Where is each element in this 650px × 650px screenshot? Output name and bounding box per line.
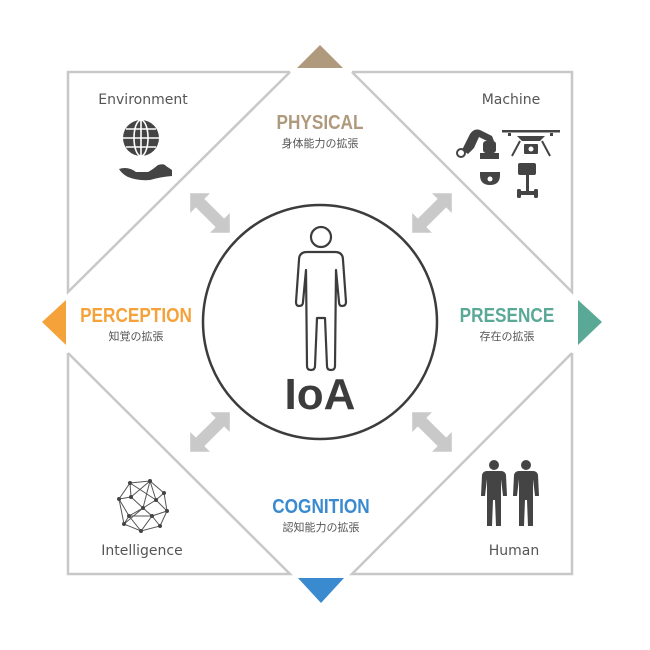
frame xyxy=(66,70,574,576)
arrows xyxy=(190,193,452,452)
center-circle xyxy=(201,203,439,441)
perception-triangle xyxy=(42,300,66,345)
dimension-title: PHYSICAL xyxy=(276,112,364,134)
dimension-subtitle: 認知能力の拡張 xyxy=(282,521,360,534)
dimension-title: COGNITION xyxy=(272,496,370,518)
dimension-title: PERCEPTION xyxy=(80,305,192,327)
dimension-physical: PHYSICAL 身体能力の拡張 xyxy=(240,112,400,151)
dimension-subtitle: 身体能力の拡張 xyxy=(281,137,359,150)
corner-label-human: Human xyxy=(488,543,540,559)
double-arrow-icon xyxy=(412,412,452,452)
presence-triangle xyxy=(578,300,602,345)
frame-top-left xyxy=(66,70,291,295)
corner-label-intelligence: Intelligence xyxy=(101,543,183,559)
cognition-triangle xyxy=(298,578,344,603)
corner-label-environment: Environment xyxy=(98,92,188,108)
physical-triangle xyxy=(297,45,343,68)
double-arrow-icon xyxy=(190,193,230,233)
globe-in-hand-icon xyxy=(119,119,172,181)
dimension-title: PRESENCE xyxy=(459,305,555,327)
double-arrow-icon xyxy=(412,193,452,233)
frame-top-right xyxy=(351,70,574,296)
center-title: IoA xyxy=(284,370,356,419)
double-arrow-icon xyxy=(190,412,230,452)
corner-label-machine: Machine xyxy=(481,92,541,108)
frame-bottom-right xyxy=(348,352,574,576)
person-outline-icon xyxy=(294,225,348,372)
frame-bottom-left xyxy=(66,352,294,576)
two-people-icon xyxy=(481,460,539,526)
dimension-perception: PERCEPTION 知覚の拡張 xyxy=(56,305,216,344)
dimension-subtitle: 知覚の拡張 xyxy=(108,330,164,343)
network-icon xyxy=(117,479,169,533)
dimension-cognition: COGNITION 認知能力の拡張 xyxy=(241,496,401,535)
dimension-subtitle: 存在の拡張 xyxy=(479,330,535,343)
robots-drone-icon xyxy=(456,129,560,198)
dimension-presence: PRESENCE 存在の拡張 xyxy=(427,305,587,344)
